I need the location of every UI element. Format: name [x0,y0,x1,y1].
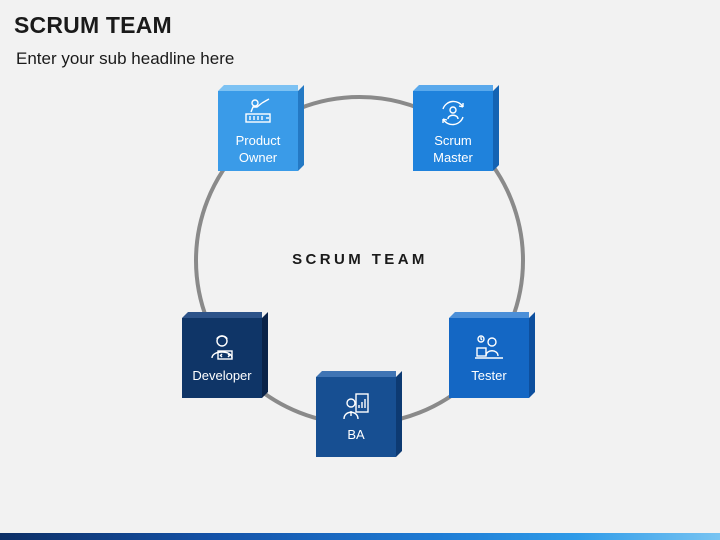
cube-front: Developer [182,318,262,398]
role-scrum-master: Scrum Master [413,85,499,171]
center-label: SCRUM TEAM [292,251,428,268]
developer-icon [211,335,233,360]
role-developer: Developer [182,312,268,398]
cube-side [396,371,402,457]
cube-front: Tester [449,318,529,398]
role-label: BA [347,427,365,442]
role-product-owner: Product Owner [218,85,304,171]
cycle-person-icon [442,100,464,125]
role-label: Developer [192,368,252,383]
presenter-icon [245,97,271,123]
cube-top [316,371,396,377]
cube-front: Scrum Master [413,91,493,171]
page-subtitle: Enter your sub headline here [16,49,235,68]
analyst-icon [343,393,369,420]
tester-icon [475,335,503,359]
role-label: Tester [471,368,507,383]
cube-side [493,85,499,171]
cube-side [298,85,304,171]
role-label: Product Owner [235,132,281,165]
cube-side [262,312,268,398]
cube-top [449,312,529,318]
cube-top [413,85,493,91]
cube-top [182,312,262,318]
cube-side [529,312,535,398]
cube-front: BA [316,377,396,457]
cube-front: Product Owner [218,91,298,171]
footer-accent-bar [0,533,720,540]
role-ba: BA [316,371,402,457]
role-tester: Tester [449,312,535,398]
page-title: SCRUM TEAM [14,12,172,38]
cube-top [218,85,298,91]
role-label: Scrum Master [433,132,473,165]
